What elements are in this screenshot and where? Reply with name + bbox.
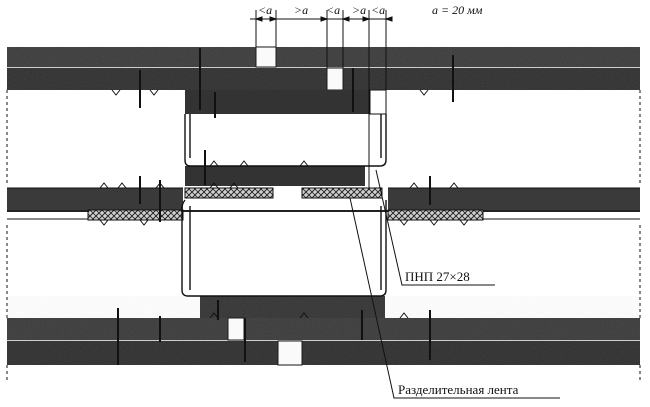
middle-boards (7, 166, 640, 220)
bottom-boards (7, 296, 640, 366)
dim-label-3: <a (326, 3, 340, 17)
dim-label-1: <a (258, 3, 272, 17)
separator-tapes (87, 187, 484, 221)
dimension-lines (250, 10, 393, 190)
top-boards (7, 46, 640, 115)
dim-label-5: <a (371, 3, 385, 17)
profile-callout: ПНП 27×28 (405, 269, 470, 284)
tape-callout: Разделительная лента (398, 382, 519, 397)
screws (117, 48, 454, 365)
dim-label-2: >a (294, 3, 308, 17)
param-a-label: a = 20 мм (432, 3, 483, 17)
profile-frames (181, 114, 387, 297)
outer-borders (6, 90, 641, 380)
callout-leaders (349, 169, 560, 399)
dim-label-4: >a (352, 3, 366, 17)
